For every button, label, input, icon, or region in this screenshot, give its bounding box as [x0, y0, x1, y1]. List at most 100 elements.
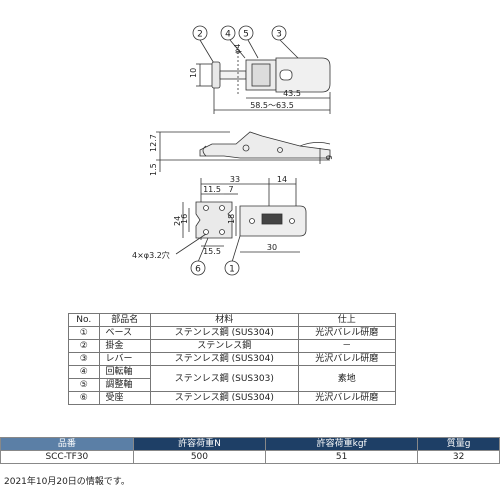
dim-33: 33: [230, 175, 240, 184]
pivot-pin: [277, 147, 283, 153]
col-material: 材料: [150, 313, 299, 327]
drawing-svg: 2 4 5 3 6 1 φ4 10 43.5 58.5～63.5 12.7 1.…: [132, 25, 334, 276]
parts-header-row: No. 部品名 材料 仕上: [68, 313, 397, 327]
leader-holes: [175, 233, 207, 255]
dim-10: 10: [189, 68, 198, 78]
cell-no: ⑥: [68, 391, 100, 405]
brand-mark: [261, 213, 283, 225]
cell-no: ④: [68, 365, 100, 379]
cell-material: ステンレス鋼 (SUS304): [150, 352, 299, 366]
hole-callout: 4×φ3.2穴: [132, 250, 170, 260]
parts-table: No. 部品名 材料 仕上 ① ベース ステンレス鋼 (SUS304) 光沢バレ…: [68, 313, 397, 405]
cell-finish: 素地: [297, 365, 397, 392]
mounting-hole: [219, 229, 225, 235]
dim-15-5: 15.5: [203, 247, 221, 256]
col-part-number: 品番: [0, 437, 134, 451]
spec-table: 品番 許容荷重N 許容荷重kgf 質量g SCC-TF30 500 51 32: [0, 437, 500, 464]
cell-part-name: 掛金: [98, 339, 152, 353]
lever-line: [299, 142, 331, 147]
cell-no: ⑤: [68, 378, 100, 392]
col-part-name: 部品名: [98, 313, 152, 327]
col-mass: 質量g: [417, 437, 500, 451]
cell-part-number: SCC-TF30: [0, 450, 134, 464]
dim-1-5: 1.5: [149, 163, 158, 176]
technical-drawing: 2 4 5 3 6 1 φ4 10 43.5 58.5～63.5 12.7 1.…: [132, 25, 334, 276]
mounting-hole: [289, 218, 295, 224]
callout-5: [238, 25, 254, 41]
dim-16: 16: [180, 214, 189, 224]
leader-5: [247, 39, 259, 59]
cell-part-name: 調整軸: [98, 378, 152, 392]
cell-material: ステンレス鋼 (SUS304): [150, 391, 299, 405]
leader-4: [229, 39, 246, 59]
cell-mass: 32: [417, 450, 500, 464]
callout-label: 5: [243, 30, 249, 40]
base-inner: [251, 63, 271, 87]
leader-2: [199, 39, 216, 66]
dim-30: 30: [267, 243, 277, 252]
leader-1: [231, 235, 241, 263]
col-load-n: 許容荷重N: [132, 437, 267, 451]
cell-no: ②: [68, 339, 100, 353]
cell-material: ステンレス鋼: [150, 339, 299, 353]
callout-2: [192, 25, 208, 41]
cell-load-n: 500: [132, 450, 267, 464]
dim-24: 24: [173, 216, 182, 226]
callout-label: 1: [229, 265, 235, 275]
dim-43-5: 43.5: [283, 89, 301, 98]
callout-1: [224, 260, 240, 276]
table-row: ② 掛金 ステンレス鋼 －: [68, 339, 397, 353]
dim-12-7: 12.7: [149, 134, 158, 152]
spec-header-row: 品番 許容荷重N 許容荷重kgf 質量g: [0, 437, 500, 451]
mounting-hole: [203, 229, 209, 235]
cell-part-name: 受座: [98, 391, 152, 405]
table-row: ④ 回転軸 ステンレス鋼 (SUS303) 素地: [68, 365, 397, 392]
table-row: SCC-TF30 500 51 32: [0, 450, 500, 464]
dim-11-5: 11.5: [203, 185, 221, 194]
cell-part-name: ベース: [98, 326, 152, 340]
cell-finish: －: [297, 339, 397, 353]
leader-3: [279, 39, 301, 61]
callout-label: 4: [225, 30, 231, 40]
callout-label: 2: [197, 30, 203, 40]
callout-3: [271, 25, 287, 41]
cell-material: ステンレス鋼 (SUS303): [150, 365, 299, 392]
table-row: ⑥ 受座 ステンレス鋼 (SUS304) 光沢バレル研磨: [68, 391, 397, 405]
callout-label: 6: [195, 265, 201, 275]
side-body: [199, 131, 331, 159]
dim-9: 9: [325, 155, 334, 160]
mounting-hole: [203, 205, 209, 211]
col-finish: 仕上: [297, 313, 397, 327]
hook-rod: [219, 70, 247, 80]
dim-58-63: 58.5～63.5: [250, 101, 294, 110]
hook-part: [211, 61, 221, 89]
dim-18: 18: [227, 214, 236, 224]
lever-body: [275, 57, 331, 93]
callout-4: [220, 25, 236, 41]
table-row: ③ レバー ステンレス鋼 (SUS304) 光沢バレル研磨: [68, 352, 397, 366]
info-date-note: 2021年10月20日の情報です。: [4, 477, 130, 487]
cell-finish: 光沢バレル研磨: [297, 352, 397, 366]
lever-slot: [279, 69, 293, 81]
col-no: No.: [68, 313, 100, 327]
mounting-hole: [219, 205, 225, 211]
callout-6: [190, 260, 206, 276]
col-load-kgf: 許容荷重kgf: [265, 437, 419, 451]
pivot-pin: [242, 144, 250, 152]
cell-part-name: レバー: [98, 352, 152, 366]
receiver-plate: [195, 201, 233, 239]
cell-load-kgf: 51: [265, 450, 419, 464]
leader-6: [197, 237, 209, 263]
cell-part-name: 回転軸: [98, 365, 152, 379]
cell-no: ①: [68, 326, 100, 340]
dim-14: 14: [277, 175, 287, 184]
cell-finish: 光沢バレル研磨: [297, 391, 397, 405]
hook-curve: [202, 145, 207, 157]
mounting-hole: [249, 218, 255, 224]
cell-no: ③: [68, 352, 100, 366]
dim-7: 7: [228, 185, 233, 194]
cell-finish: 光沢バレル研磨: [297, 326, 397, 340]
callout-label: 3: [276, 30, 282, 40]
dim-phi4: φ4: [233, 44, 242, 54]
table-row: ① ベース ステンレス鋼 (SUS304) 光沢バレル研磨: [68, 326, 397, 340]
